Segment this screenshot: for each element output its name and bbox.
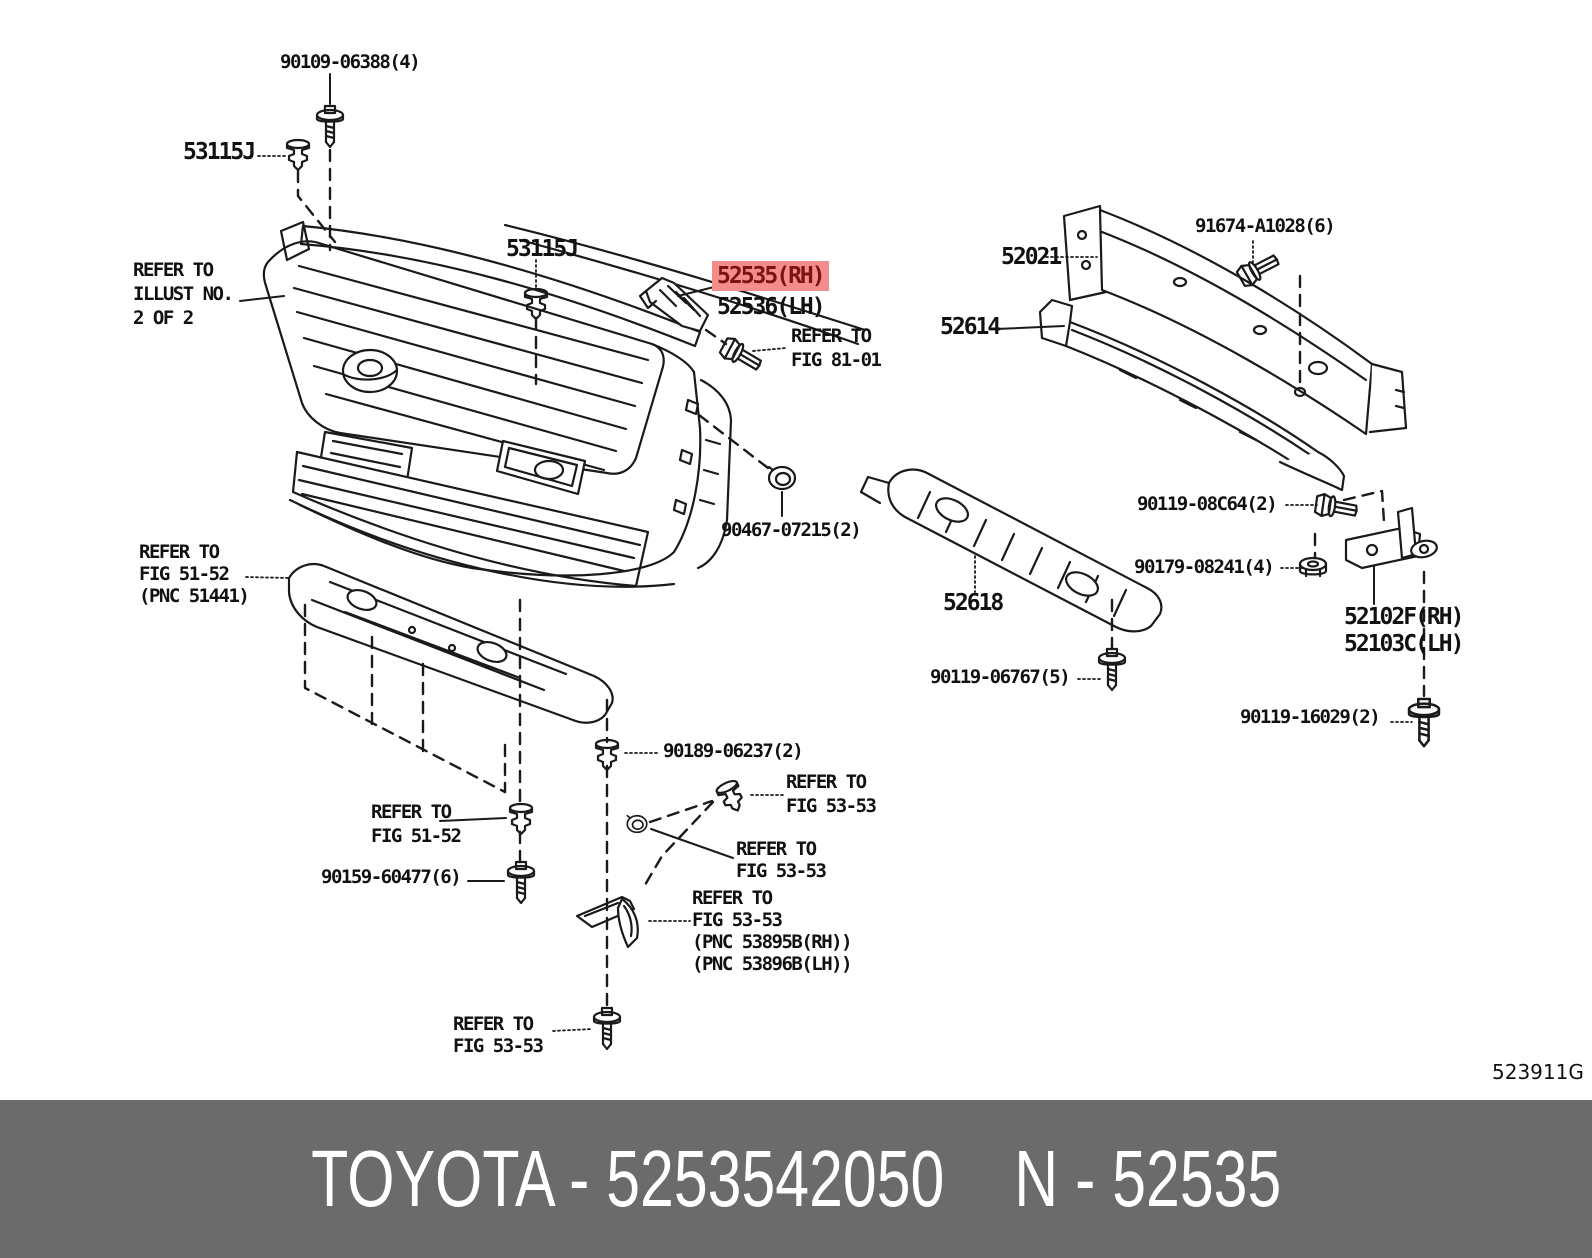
footer-brand-part-number: TOYOTA - 5253542050 (310, 1134, 945, 1223)
footer-part-ref: N - 52535 (1014, 1134, 1282, 1223)
note-refer-fig-53-53-mid: REFER TO FIG 53-53 (736, 838, 827, 882)
callout-91674-a1028[interactable]: 91674-A1028(6) (1195, 215, 1336, 237)
callout-90179-08241[interactable]: 90179-08241(4) (1134, 556, 1275, 578)
clip-icon (285, 138, 311, 172)
diagram-reference-code: 523911G (1492, 1060, 1584, 1084)
bumper-reinforcement-part (1062, 204, 1408, 436)
leader-dotted-lines (245, 155, 1413, 1032)
bolt-icon (315, 104, 345, 149)
callout-53115j-left[interactable]: 53115J (183, 139, 256, 165)
leader-solid-lines (239, 73, 1375, 882)
bumper-energy-absorber-part (1038, 298, 1346, 492)
grommet-icon (626, 814, 648, 834)
bolt-icon (1097, 647, 1127, 692)
footer-text: TOYOTA - 5253542050 N - 52535 (311, 1133, 1281, 1225)
grommet-icon (767, 465, 797, 491)
callout-52102f-52103c[interactable]: 52102F(RH) 52103C(LH) (1344, 604, 1464, 657)
bolt-icon (1234, 247, 1283, 290)
callout-90119-08c64[interactable]: 90119-08C64(2) (1137, 493, 1278, 515)
callout-90159-60477[interactable]: 90159-60477(6) (321, 866, 462, 888)
bolt-icon (717, 334, 767, 376)
footer-bar: TOYOTA - 5253542050 N - 52535 (0, 1100, 1592, 1258)
callout-90189-06237[interactable]: 90189-06237(2) (663, 740, 804, 762)
note-refer-fig-53-53-lower: REFER TO FIG 53-53 (453, 1013, 544, 1057)
callout-52021[interactable]: 52021 (1001, 244, 1062, 270)
callout-52614[interactable]: 52614 (940, 314, 1001, 340)
note-refer-fig-53-53-upper: REFER TO FIG 53-53 (786, 771, 877, 817)
callout-53115j-center[interactable]: 53115J (506, 236, 579, 262)
screw-icon (506, 860, 536, 905)
note-refer-fig-51-52-pnc51441: REFER TO FIG 51-52 (PNC 51441) (139, 541, 250, 607)
callout-90467-07215[interactable]: 90467-07215(2) (721, 519, 862, 541)
bolt-icon (1407, 697, 1441, 748)
clip-icon (508, 802, 534, 836)
clip-icon (714, 777, 749, 817)
callout-52618[interactable]: 52618 (943, 590, 1004, 616)
note-refer-fig-81-01: REFER TO FIG 81-01 (791, 325, 882, 371)
screw-icon (592, 1006, 622, 1051)
bumper-arm-bracket-part (1344, 506, 1438, 570)
bumper-side-support-part (638, 276, 710, 333)
callout-90109-06388[interactable]: 90109-06388(4) (280, 51, 421, 73)
nut-icon (1298, 556, 1328, 578)
under-cover-plate-part (287, 562, 614, 724)
callout-52536-lh[interactable]: 52536(LH) (717, 294, 826, 320)
assembly-dashed-lines (296, 148, 1426, 1014)
note-refer-illust: REFER TO ILLUST NO. 2 OF 2 (133, 259, 234, 329)
note-refer-fig-53-53-pnc53895b: REFER TO FIG 53-53 (PNC 53895B(RH)) (PNC… (692, 887, 853, 975)
fig53-bracket-part (575, 895, 639, 949)
note-refer-fig-51-52: REFER TO FIG 51-52 (371, 801, 462, 847)
callout-90119-16029[interactable]: 90119-16029(2) (1240, 706, 1381, 728)
lower-radiator-plate-part (859, 468, 1163, 633)
callout-90119-06767[interactable]: 90119-06767(5) (930, 666, 1071, 688)
callout-52535-rh[interactable]: 52535(RH) (712, 261, 829, 291)
front-bumper-grille-part (262, 220, 867, 588)
